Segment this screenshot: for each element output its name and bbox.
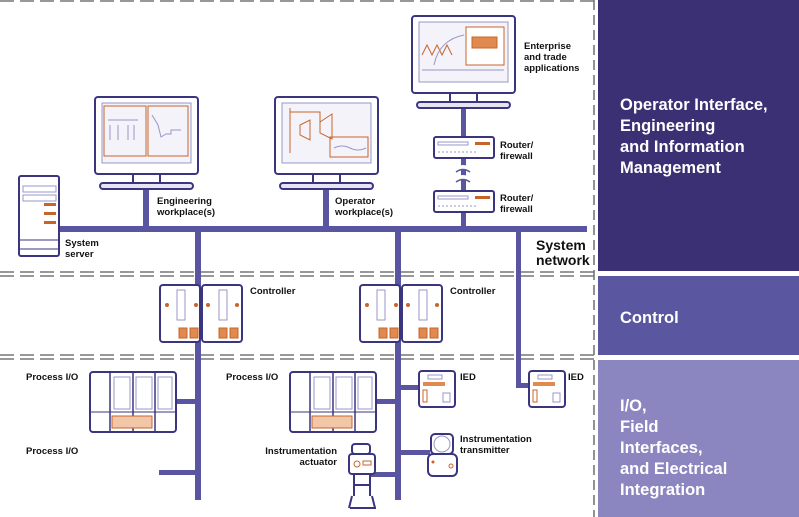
band-label-line: Integration [620, 481, 706, 499]
band-label-line: I/O, [620, 397, 647, 415]
band-label-line: Field [620, 418, 659, 436]
label-line: Instrumentation [460, 434, 532, 445]
ied-2-label: IED [568, 372, 584, 383]
processio2-link [375, 399, 397, 404]
actuator-icon [348, 443, 376, 509]
band-label-line: and Electrical [620, 460, 728, 478]
actuator-label: Instrumentation actuator [264, 446, 337, 468]
engineering-monitor-icon [94, 96, 199, 190]
controller-2-icon [359, 284, 443, 343]
transmitter-label: Instrumentation transmitter [460, 434, 532, 456]
field-bus-2 [395, 228, 401, 500]
label-line: actuator [299, 457, 337, 468]
controller-1-label: Controller [250, 286, 296, 297]
label-line: System [65, 238, 99, 249]
layer-dividers [0, 0, 595, 517]
band-label-line: and Information [620, 138, 745, 156]
engineering-label: Engineering workplace(s) [157, 196, 215, 218]
operator-monitor-icon [274, 96, 379, 190]
process-io-2-icon [289, 371, 377, 433]
label-line: and trade [524, 52, 567, 63]
enterprise-monitor-icon [411, 15, 516, 109]
label-line: applications [524, 63, 580, 74]
label-line: network [536, 252, 590, 268]
ied-1-icon [418, 370, 456, 408]
band-control: Control [598, 276, 799, 355]
process-io-1-label: Process I/O [26, 372, 79, 383]
link-break-icon [453, 165, 473, 182]
router-2-icon [433, 190, 495, 213]
label-line: firewall [500, 204, 533, 215]
ied2-link [516, 383, 530, 388]
router-1-icon [433, 136, 495, 159]
ied-2-icon [528, 370, 566, 408]
label-line: Router/ [500, 193, 534, 204]
network-lines [55, 108, 587, 500]
operator-label: Operator workplace(s) [335, 196, 393, 218]
router-link [461, 158, 466, 190]
band-label-line: Control [620, 309, 679, 327]
server-label: System server [65, 238, 99, 260]
controller-1-icon [159, 284, 243, 343]
band-io-field: I/O, Field Interfaces, and Electrical In… [598, 360, 799, 517]
band-operator-interface: Operator Interface, Engineering and Info… [598, 0, 799, 271]
label-line: Engineering [157, 196, 212, 207]
enterprise-label: Enterprise and trade applications [524, 41, 579, 74]
ied-bus [516, 228, 521, 388]
actuator-link [370, 472, 397, 477]
label-line: workplace(s) [157, 207, 216, 218]
ied1-link [400, 385, 418, 390]
band-label-line: Operator Interface, [620, 96, 768, 114]
router-2-label: Router/ firewall [500, 193, 533, 215]
controller-2-label: Controller [450, 286, 496, 297]
label-line: firewall [500, 151, 533, 162]
label-line: Operator [335, 196, 376, 207]
transmitter-icon [427, 433, 458, 477]
router-bus-drop [461, 212, 466, 228]
processio1-link [175, 399, 197, 404]
ied-1-label: IED [460, 372, 476, 383]
label-line: Enterprise [524, 41, 571, 52]
label-line: Router/ [500, 140, 534, 151]
process-io-3-label: Process I/O [26, 446, 79, 457]
system-server-icon [18, 175, 60, 257]
transmitter-link [400, 450, 430, 455]
label-line: server [65, 249, 94, 260]
system-network-label: System network [536, 238, 590, 268]
operator-drop [323, 188, 329, 228]
label-line: workplace(s) [335, 207, 394, 218]
router-1-label: Router/ firewall [500, 140, 533, 162]
process-io-1-icon [89, 371, 177, 433]
band-label-line: Engineering [620, 117, 716, 135]
system-network-bus [55, 226, 587, 232]
process-io-2-label: Process I/O [226, 372, 279, 383]
enterprise-drop [461, 108, 466, 140]
field-bus-1 [195, 228, 201, 500]
label-line: Instrumentation [265, 446, 337, 457]
band-label-line: Interfaces, [620, 439, 703, 457]
link-break-lines [455, 168, 471, 183]
label-line: System [536, 237, 586, 253]
processio3-link [159, 470, 197, 475]
engineering-drop [143, 188, 149, 228]
label-line: transmitter [460, 445, 510, 456]
band-label-line: Management [620, 159, 721, 177]
